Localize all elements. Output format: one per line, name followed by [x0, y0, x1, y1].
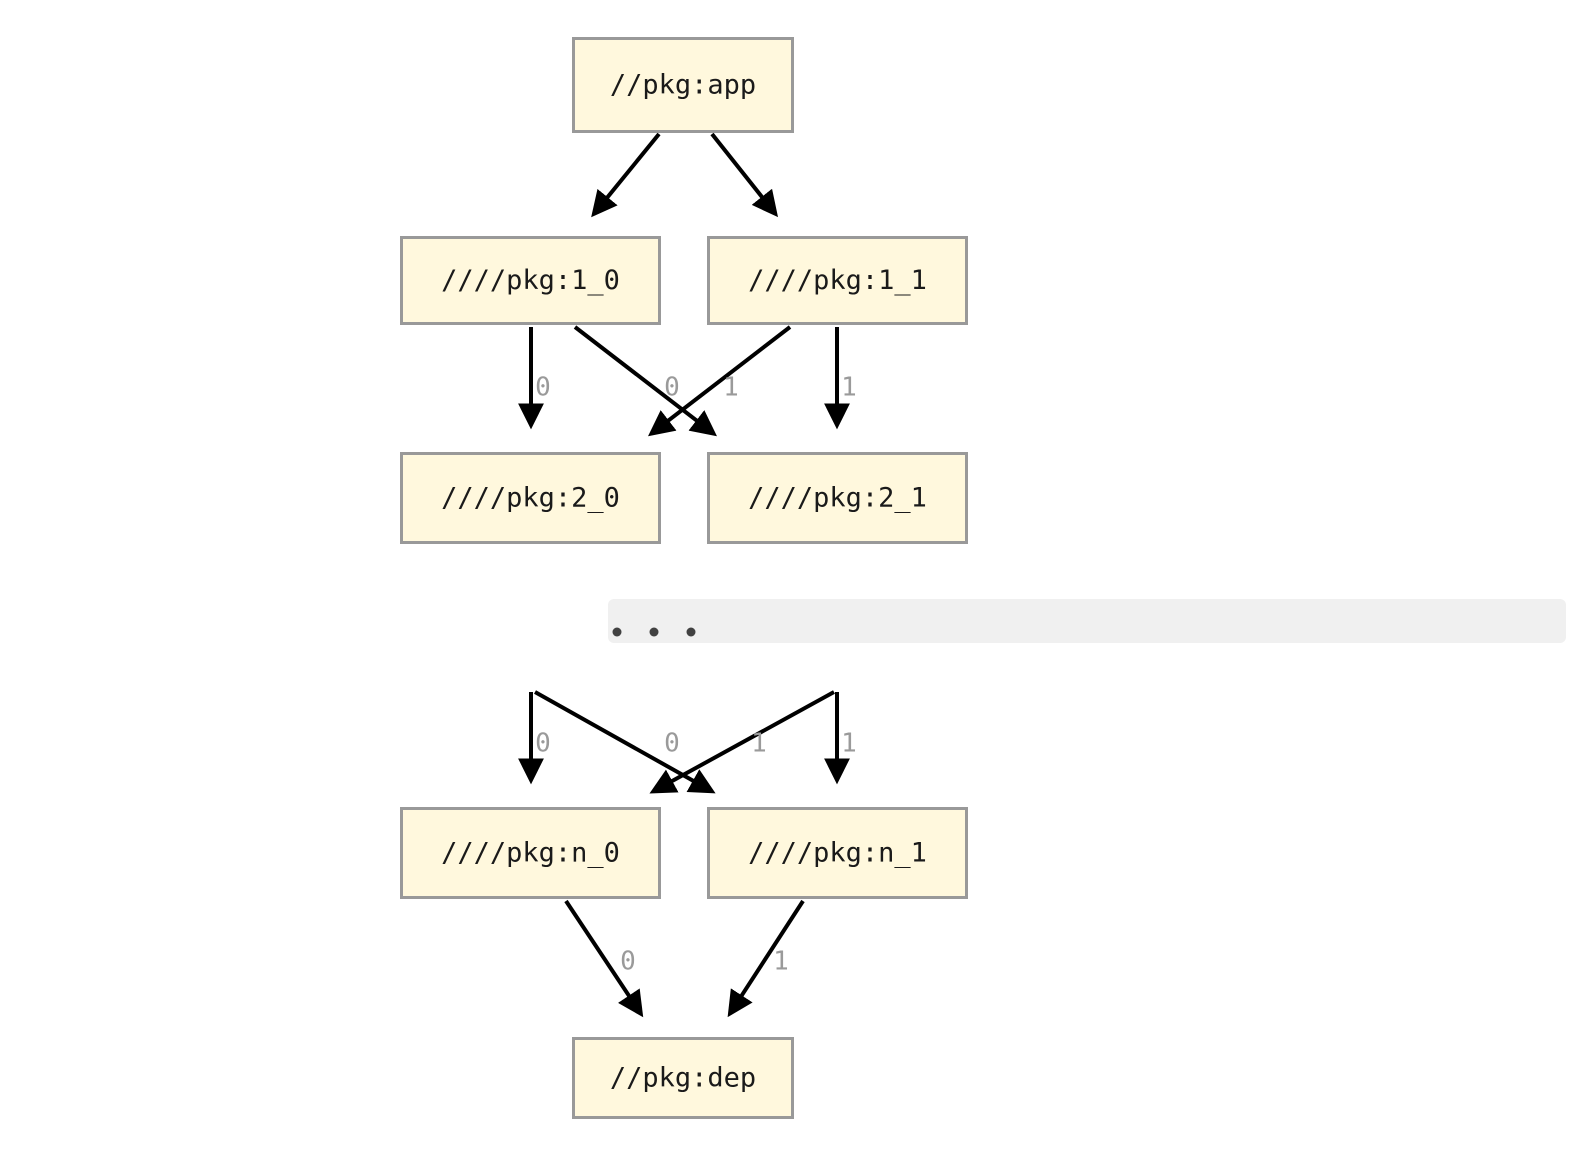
edge-label: 1	[841, 373, 857, 403]
node-box[interactable]	[400, 452, 661, 544]
node-n1_0[interactable]: ////pkg:1_0	[400, 236, 661, 325]
node-box[interactable]	[572, 1037, 794, 1119]
node-label: ////pkg:2_1	[748, 483, 927, 514]
ellipsis-dot-1	[649, 627, 659, 637]
edge-e-1_0-2_1: 0	[573, 325, 717, 437]
node-label: ////pkg:n_0	[441, 838, 620, 869]
edge-e-x-n_0: 0	[518, 692, 551, 785]
truncation-separator	[608, 599, 1566, 643]
edge-line	[534, 690, 716, 794]
node-box[interactable]	[572, 37, 794, 133]
node-n1_1[interactable]: ////pkg:1_1	[707, 236, 968, 325]
edge-e-n_0-dep: 0	[564, 899, 644, 1018]
edge-e-1_1-2_1: 1	[824, 327, 857, 430]
edge-e-x-n_1: 1	[824, 692, 857, 785]
node-box[interactable]	[707, 807, 968, 899]
edges-layer: 0 0 1 1 0 0 1 1 0 1	[518, 132, 857, 1018]
node-box[interactable]	[400, 236, 661, 325]
node-label: ////pkg:n_1	[748, 838, 927, 869]
node-n2_0[interactable]: ////pkg:2_0	[400, 452, 661, 544]
node-app[interactable]: //pkg:app	[572, 37, 794, 133]
node-n2_1[interactable]: ////pkg:2_1	[707, 452, 968, 544]
edge-e-x-n_0b: 1	[649, 690, 835, 794]
node-box[interactable]	[400, 807, 661, 899]
node-dep[interactable]: //pkg:dep	[572, 1037, 794, 1119]
edge-label: 0	[664, 729, 680, 759]
edge-label: 1	[841, 729, 857, 759]
edge-label: 1	[723, 373, 739, 403]
edge-line	[727, 899, 805, 1018]
edge-label: 1	[773, 947, 789, 977]
edge-e-x-n_1a: 0	[534, 690, 716, 794]
edge-label: 0	[620, 947, 636, 977]
truncation-band	[608, 599, 1566, 643]
ellipsis-dot-2	[686, 627, 696, 637]
node-label: //pkg:dep	[610, 1063, 756, 1094]
node-label: //pkg:app	[610, 70, 756, 101]
node-label: ////pkg:1_1	[748, 265, 927, 296]
node-nn_1[interactable]: ////pkg:n_1	[707, 807, 968, 899]
edge-e-app-1_1	[710, 132, 779, 218]
edge-e-1_0-2_0: 0	[518, 327, 551, 430]
edge-line	[573, 325, 717, 437]
edge-line	[648, 325, 792, 437]
node-box[interactable]	[707, 452, 968, 544]
node-label: ////pkg:2_0	[441, 483, 620, 514]
edge-label: 0	[664, 373, 680, 403]
node-box[interactable]	[707, 236, 968, 325]
edge-e-n_1-dep: 1	[727, 899, 805, 1018]
edge-e-app-1_0	[591, 132, 661, 218]
edge-line	[591, 132, 661, 218]
edge-label: 1	[751, 729, 767, 759]
node-label: ////pkg:1_0	[441, 265, 620, 296]
edge-line	[649, 690, 835, 794]
edge-line	[710, 132, 779, 218]
edge-e-1_1-2_0: 1	[648, 325, 792, 437]
edge-line	[564, 899, 644, 1018]
edge-label: 0	[535, 729, 551, 759]
edge-label: 0	[535, 373, 551, 403]
ellipsis-dot-0	[612, 627, 622, 637]
nodes-layer: //pkg:app ////pkg:1_0 ////pkg:1_1 ////pkg:2…	[400, 37, 968, 1119]
node-nn_0[interactable]: ////pkg:n_0	[400, 807, 661, 899]
